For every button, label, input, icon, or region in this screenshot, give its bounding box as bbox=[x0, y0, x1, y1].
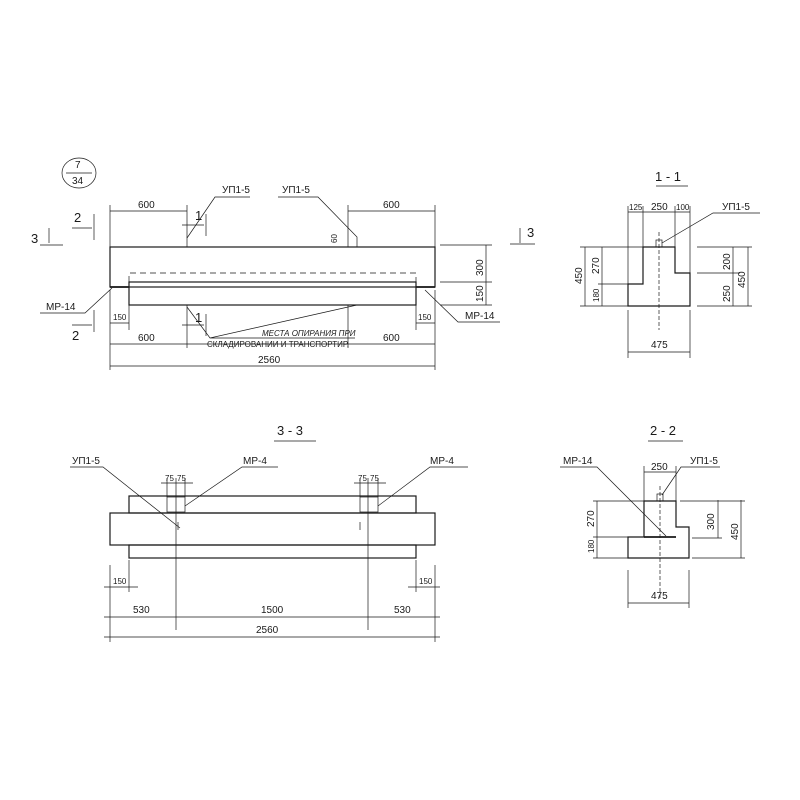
dim-right-450: 450 bbox=[737, 271, 748, 288]
section-mark-3-left: 3 bbox=[31, 231, 38, 246]
dim-top-left: 600 bbox=[138, 200, 155, 211]
section-mark-3-right: 3 bbox=[527, 225, 534, 240]
sheet-reference-bubble: 7 34 bbox=[61, 157, 97, 189]
sheet-ref-bottom: 34 bbox=[72, 176, 84, 187]
dim-600-left: 600 bbox=[138, 333, 155, 344]
beam-side-rect bbox=[109, 512, 436, 546]
section-3-3: 3 - 3 УП1-5 МР-4 МР-4 75 75 75 75 150 15… bbox=[70, 423, 468, 642]
dim-top-right: 600 bbox=[383, 200, 400, 211]
dim-right-300: 300 bbox=[706, 513, 717, 530]
note-line-1: МЕСТА ОПИРАНИЯ ПРИ bbox=[262, 329, 356, 338]
section-3-3-title: 3 - 3 bbox=[277, 423, 303, 438]
dim-75: 75 bbox=[177, 474, 186, 483]
label-up1-5-right: УП1-5 bbox=[282, 185, 310, 196]
section-mark-2-top: 2 bbox=[74, 210, 81, 225]
sheet-ref-top: 7 bbox=[75, 160, 81, 171]
note-line-2: СКЛАДИРОВАНИИ И ТРАНСПОРТИР. bbox=[207, 340, 349, 349]
dim-left-180: 180 bbox=[587, 539, 596, 553]
dim-right-450: 450 bbox=[730, 523, 741, 540]
dim-left-180: 180 bbox=[592, 288, 601, 302]
dim-right-250: 250 bbox=[722, 285, 733, 302]
dim-150-left: 150 bbox=[113, 313, 127, 322]
section-1-1: 1 - 1 125 250 100 УП1-5 450 270 180 200 … bbox=[574, 169, 760, 358]
dim-75: 75 bbox=[165, 474, 174, 483]
dim-150-left: 150 bbox=[113, 577, 127, 586]
beam-elevation-view: УП1-5 УП1-5 60 600 600 1 1 2 2 3 3 МР-14… bbox=[31, 185, 535, 370]
dim-2560: 2560 bbox=[256, 625, 279, 636]
label-up1-5-left: УП1-5 bbox=[222, 185, 250, 196]
label-mr4-right: МР-4 bbox=[430, 456, 454, 467]
mr4-plate-right bbox=[359, 496, 379, 513]
label-up1-5: УП1-5 bbox=[72, 456, 100, 467]
dim-250: 250 bbox=[651, 462, 668, 473]
dim-left-270: 270 bbox=[586, 510, 597, 527]
section-2-2-profile bbox=[627, 500, 690, 559]
dim-150-right: 150 bbox=[419, 577, 433, 586]
dim-150-right: 150 bbox=[418, 313, 432, 322]
dim-right-200: 200 bbox=[722, 253, 733, 270]
dim-left-450: 450 bbox=[574, 267, 585, 284]
dim-1500: 1500 bbox=[261, 605, 284, 616]
beam-top-rect bbox=[109, 246, 436, 288]
section-2-2: 2 - 2 МР-14 УП1-5 250 270 180 300 450 47… bbox=[560, 423, 745, 608]
dim-475: 475 bbox=[651, 591, 668, 602]
dim-lug: 60 bbox=[330, 234, 339, 243]
dim-250: 250 bbox=[651, 202, 668, 213]
beam-bottom-rect bbox=[128, 281, 417, 306]
dim-530-right: 530 bbox=[394, 605, 411, 616]
dim-right-150: 150 bbox=[475, 285, 486, 302]
label-mr14-left: МР-14 bbox=[46, 302, 76, 313]
label-up1-5: УП1-5 bbox=[722, 202, 750, 213]
dim-left-270: 270 bbox=[591, 257, 602, 274]
dim-75: 75 bbox=[370, 474, 379, 483]
section-1-1-title: 1 - 1 bbox=[655, 169, 681, 184]
dim-600-right: 600 bbox=[383, 333, 400, 344]
section-mark-2-bottom: 2 bbox=[72, 328, 79, 343]
section-mark-1-top: 1 bbox=[195, 208, 202, 223]
dim-right-300: 300 bbox=[475, 259, 486, 276]
dim-530-left: 530 bbox=[133, 605, 150, 616]
dim-475: 475 bbox=[651, 340, 668, 351]
dim-100: 100 bbox=[676, 203, 690, 212]
section-2-2-title: 2 - 2 bbox=[650, 423, 676, 438]
dim-75: 75 bbox=[358, 474, 367, 483]
section-mark-1-bottom: 1 bbox=[195, 310, 202, 325]
dim-125: 125 bbox=[629, 203, 643, 212]
label-mr14: МР-14 bbox=[563, 456, 593, 467]
label-mr14-right: МР-14 bbox=[465, 311, 495, 322]
dim-2560: 2560 bbox=[258, 355, 281, 366]
label-up1-5: УП1-5 bbox=[690, 456, 718, 467]
label-mr4-left: МР-4 bbox=[243, 456, 267, 467]
